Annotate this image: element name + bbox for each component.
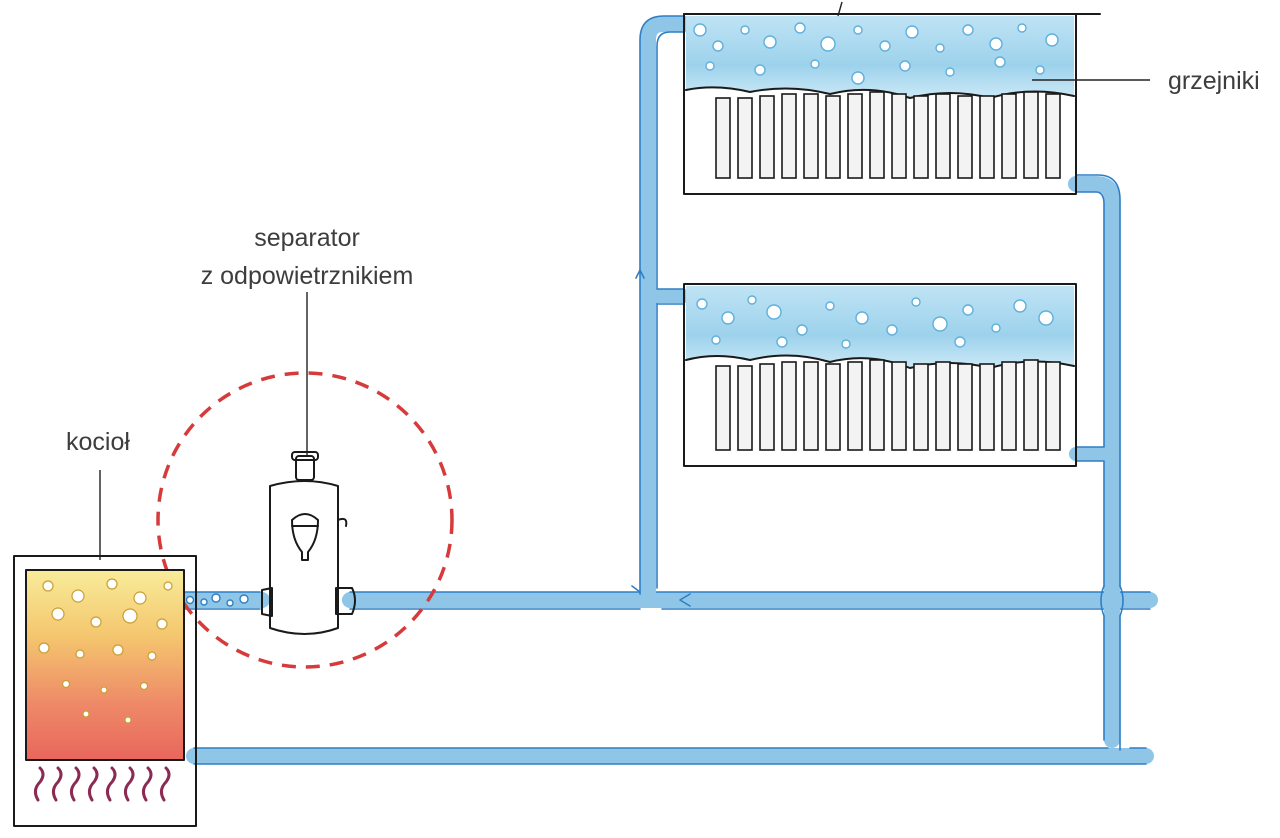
label-separator-line1: separator — [254, 224, 360, 252]
radiator-bottom-fins — [715, 359, 1061, 451]
boiler-flames — [33, 766, 171, 802]
leader-lines — [99, 1, 1150, 560]
pipe-air-bubbles — [185, 593, 249, 607]
separator-highlight-circle — [156, 371, 454, 669]
label-boiler: kocioł — [66, 428, 130, 456]
pipe-network — [170, 15, 1158, 765]
boiler — [13, 555, 197, 827]
air-separator — [185, 451, 356, 635]
label-radiators: grzejniki — [1168, 67, 1260, 95]
radiator-top-air-bubbles — [693, 22, 1059, 85]
radiator-bottom-air-bubbles — [696, 295, 1054, 349]
radiator-top-fins — [715, 91, 1061, 179]
boiler-air-bubbles — [38, 578, 173, 724]
label-separator-line2: z odpowietrznikiem — [201, 262, 414, 290]
radiator-top — [683, 13, 1101, 195]
radiator-bottom — [683, 283, 1077, 467]
